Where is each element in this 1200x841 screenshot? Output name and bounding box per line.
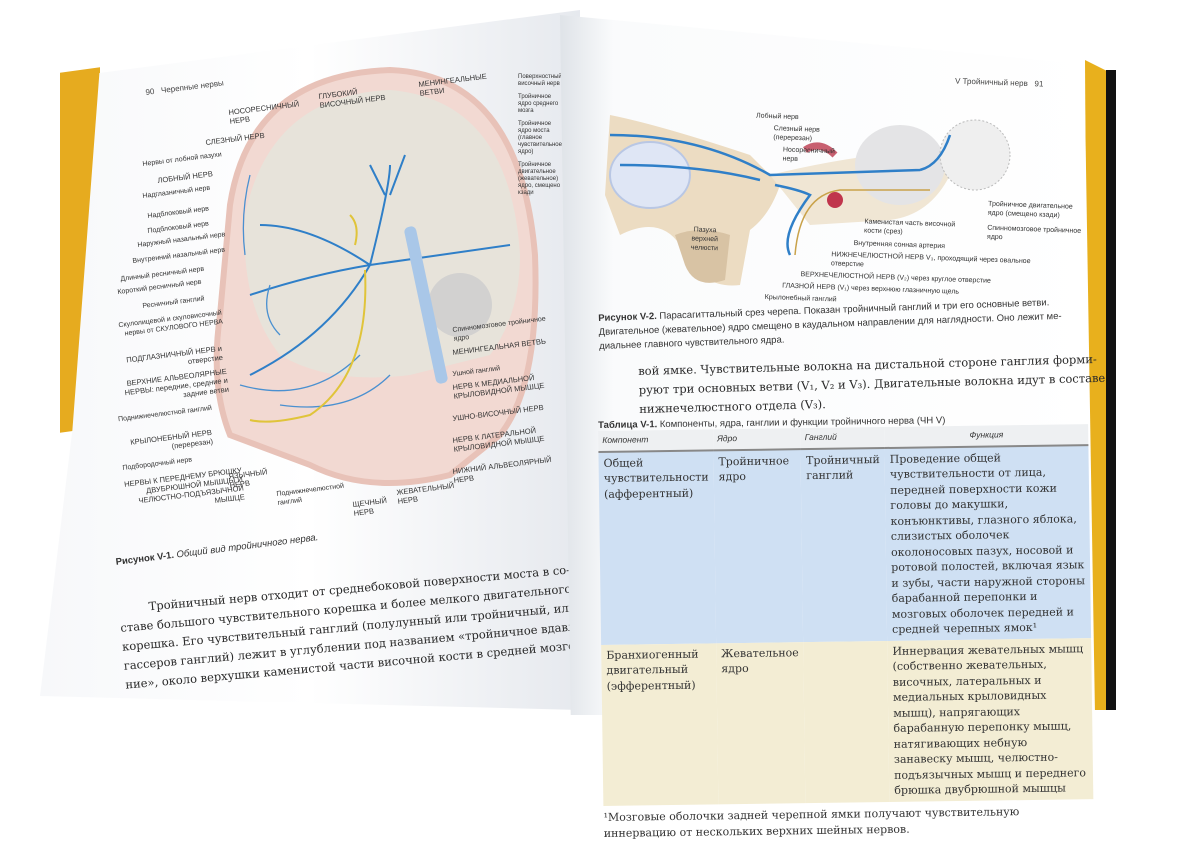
table-v1: Таблица V-1. Компоненты, ядра, ганглии и… <box>598 413 1094 841</box>
right-body-text: вой ямке. Чувствительные волокна на дист… <box>638 350 1106 419</box>
cell-function: Проведение общей чувствительности от лиц… <box>884 444 1092 641</box>
label: Лобный нерв <box>755 112 799 122</box>
table-footnote: ¹Мозговые оболочки задней черепной ямки … <box>603 804 1020 840</box>
motor-root <box>794 189 930 256</box>
left-figure-labels-bottom: Спинномозговое тройничное ядро МЕНИНГЕАЛ… <box>452 316 562 489</box>
table-row: Бранхиогенный двигательный (эфферентный)… <box>601 637 1094 806</box>
eyeball <box>609 141 691 209</box>
label: Слезный нерв (перерезан) <box>773 125 820 143</box>
book-spine-shadow <box>1106 70 1116 710</box>
column-header: Ядро <box>712 428 801 450</box>
cell-nucleus: Тройничное ядро <box>713 448 804 643</box>
parasagittal-section-illustration <box>605 115 1011 286</box>
cerebellum <box>428 273 492 337</box>
column-header: Компонент <box>598 429 714 452</box>
label: Носоресничный нерв <box>782 146 835 164</box>
maxillary-sinus <box>675 230 730 283</box>
cell-function: Иннервация жевательных мышц (собственно … <box>887 637 1094 802</box>
nerve-branches <box>249 154 511 376</box>
nerve-branches <box>609 133 952 256</box>
label: Пазуха верхней челюсти <box>690 226 719 253</box>
label: Поверхностный височный нерв <box>518 74 562 87</box>
column-header: Ганглий <box>800 427 885 449</box>
cell-ganglion: Тройничный ганглий <box>800 447 888 642</box>
brainstem-section <box>855 125 945 205</box>
left-figure-labels-right: Поверхностный височный нерв Тройничное я… <box>518 74 563 203</box>
label: Спинномозговое тройничное ядро <box>986 224 1082 242</box>
page-number: 90 <box>145 86 155 97</box>
label: Тройничное двигательное (жевательное) яд… <box>518 162 561 196</box>
left-figure-labels-side: Нервы от лобной пазухи ЛОБНЫЙ НЕРВ Надгл… <box>112 151 262 518</box>
cell-ganglion <box>803 640 890 803</box>
label: Тройничное ядро моста (главное чувствите… <box>518 121 562 155</box>
cerebellum <box>939 119 1011 191</box>
artery-loop <box>803 142 838 158</box>
cell-component: Общей чувствительности (афферентный) <box>598 449 716 645</box>
trigeminal-overview-illustration <box>213 66 539 486</box>
brainstem <box>404 226 448 384</box>
label: Каменистая часть височной кости (срез) <box>863 218 956 236</box>
caption-label: Рисунок V-2. <box>598 310 657 324</box>
table-title-label: Таблица V-1. <box>598 419 658 431</box>
nerve-branches-fine <box>239 174 391 408</box>
page-number: 91 <box>1034 79 1044 89</box>
internal-carotid-artery <box>827 192 843 208</box>
cell-nucleus: Жевательное ядро <box>715 641 806 804</box>
motor-fibers <box>249 214 367 423</box>
table-row: Общей чувствительности (афферентный) Тро… <box>598 444 1092 645</box>
label: Тройничное ядро среднего мозга <box>518 94 559 114</box>
label: Тройничное двигательное ядро (смещено кз… <box>987 200 1073 220</box>
cell-component: Бранхиогенный двигательный (эфферентный) <box>601 642 719 806</box>
column-header: Функция <box>884 424 1089 448</box>
